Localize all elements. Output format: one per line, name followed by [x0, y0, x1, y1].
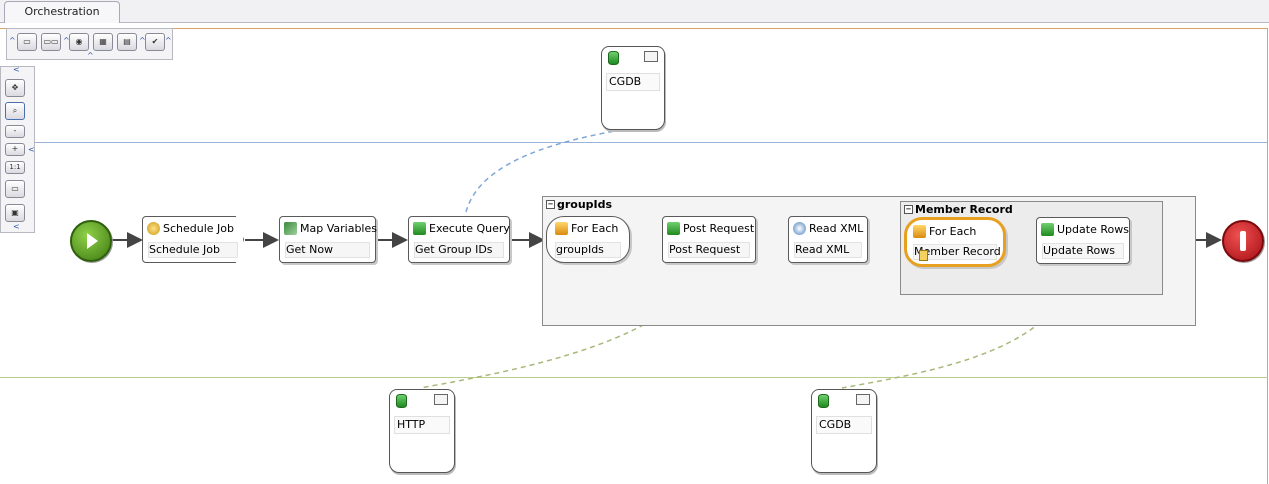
- connection-label: CGDB: [606, 73, 660, 91]
- zoom-icon[interactable]: ⌕: [5, 102, 25, 120]
- database-icon: [818, 394, 829, 408]
- step-post-request[interactable]: Post Request Post Request: [662, 216, 756, 263]
- start-node[interactable]: [70, 220, 112, 262]
- step-title: Map Variables: [300, 222, 377, 235]
- comment-icon[interactable]: [856, 394, 870, 405]
- step-for-each-member-record[interactable]: For Each Member Record: [904, 217, 1006, 267]
- fit-icon[interactable]: ▭: [5, 180, 25, 198]
- step-title: Read XML: [809, 222, 864, 235]
- xml-icon: [793, 222, 806, 235]
- collapse-group-icon[interactable]: −: [904, 205, 913, 214]
- loop-icon: [555, 222, 568, 235]
- lane-divider-top: [0, 142, 1268, 143]
- step-subtitle: Schedule Job: [148, 242, 238, 258]
- connection-label: HTTP: [394, 416, 450, 434]
- collapse-right-icon[interactable]: ^: [165, 36, 172, 45]
- request-icon: [667, 222, 680, 235]
- map-icon: [284, 222, 297, 235]
- stop-node[interactable]: [1222, 220, 1264, 262]
- connection-cgdb-top[interactable]: CGDB: [601, 46, 665, 130]
- collapse-group-icon[interactable]: −: [546, 200, 555, 209]
- fit-width-icon[interactable]: ▣: [5, 204, 25, 222]
- tab-orchestration[interactable]: Orchestration: [4, 1, 120, 23]
- lane-layout-icon[interactable]: ▭▭: [41, 33, 61, 51]
- group-title: −Member Record: [904, 203, 1013, 216]
- tab-bar: [0, 0, 1269, 23]
- database-icon: [396, 394, 407, 408]
- step-title: For Each: [571, 222, 619, 235]
- grid-icon[interactable]: ▦: [93, 33, 113, 51]
- database-update-icon: [1041, 223, 1054, 236]
- play-icon: [87, 233, 98, 249]
- step-subtitle: Read XML: [794, 242, 862, 258]
- step-for-each-groupids[interactable]: For Each groupIds: [546, 216, 630, 263]
- dashed-link-post-http: [419, 261, 707, 389]
- step-subtitle: Member Record: [913, 244, 1001, 260]
- step-update-rows[interactable]: Update Rows Update Rows: [1036, 217, 1130, 264]
- collapse-up-icon[interactable]: <: [13, 65, 20, 74]
- step-subtitle: Post Request: [668, 242, 750, 258]
- eye-icon[interactable]: ◉: [69, 33, 89, 51]
- validate-icon[interactable]: ✔: [145, 33, 165, 51]
- step-subtitle: Get Now: [285, 242, 370, 258]
- layout-toolbar: ^ ▭ ▭▭ ^ ◉ ▦ ▤ ^ ✔ ^ ^: [6, 28, 173, 60]
- page-icon[interactable]: ▤: [117, 33, 137, 51]
- stop-icon: [1240, 231, 1246, 251]
- step-title: For Each: [929, 225, 977, 238]
- actual-size-button[interactable]: 1:1: [5, 161, 25, 174]
- note-icon: [919, 250, 928, 261]
- group-title: −groupIds: [546, 198, 612, 211]
- database-icon: [608, 51, 619, 65]
- connection-cgdb-bottom[interactable]: CGDB: [811, 389, 877, 473]
- collapse-left-icon[interactable]: ^: [9, 36, 16, 45]
- expand-down-icon[interactable]: ^: [87, 51, 94, 60]
- collapse-side-icon[interactable]: <: [28, 145, 35, 154]
- step-subtitle: Get Group IDs: [414, 242, 504, 258]
- loop-icon: [913, 225, 926, 238]
- step-title: Schedule Job: [163, 222, 235, 235]
- connection-http[interactable]: HTTP: [389, 389, 455, 473]
- comment-icon[interactable]: [644, 51, 658, 62]
- group-title-text: Member Record: [915, 203, 1013, 216]
- orchestration-canvas[interactable]: [0, 28, 1268, 484]
- step-map-variables[interactable]: Map Variables Get Now: [279, 216, 377, 263]
- zoom-out-button[interactable]: -: [5, 125, 25, 138]
- database-query-icon: [413, 222, 426, 235]
- step-execute-query[interactable]: Execute Query Get Group IDs: [408, 216, 510, 263]
- group-title-text: groupIds: [557, 198, 613, 211]
- clock-icon: [147, 222, 160, 235]
- step-schedule-job[interactable]: Schedule Job Schedule Job: [142, 216, 244, 263]
- step-subtitle: Update Rows: [1042, 243, 1124, 259]
- step-title: Execute Query: [429, 222, 510, 235]
- comment-icon[interactable]: [434, 394, 448, 405]
- dashed-link-update-cgdb: [841, 261, 1079, 389]
- horizontal-layout-icon[interactable]: ▭: [17, 33, 37, 51]
- collapse-down-icon[interactable]: <: [13, 222, 20, 231]
- lane-divider-bottom: [0, 377, 1268, 378]
- connection-label: CGDB: [816, 416, 872, 434]
- step-subtitle: groupIds: [555, 242, 621, 258]
- dashed-link-query-cgdb: [465, 127, 633, 213]
- step-title: Update Rows: [1057, 223, 1129, 236]
- step-read-xml[interactable]: Read XML Read XML: [788, 216, 868, 263]
- pan-icon[interactable]: ✥: [5, 79, 25, 97]
- step-title: Post Request: [683, 222, 755, 235]
- separator-caret-icon-2: ^: [139, 36, 146, 45]
- zoom-in-button[interactable]: +: [5, 143, 25, 156]
- separator-caret-icon: ^: [63, 36, 70, 45]
- zoom-toolbar: < ✥ ⌕ - + < 1:1 ▭ ▣ <: [0, 65, 35, 233]
